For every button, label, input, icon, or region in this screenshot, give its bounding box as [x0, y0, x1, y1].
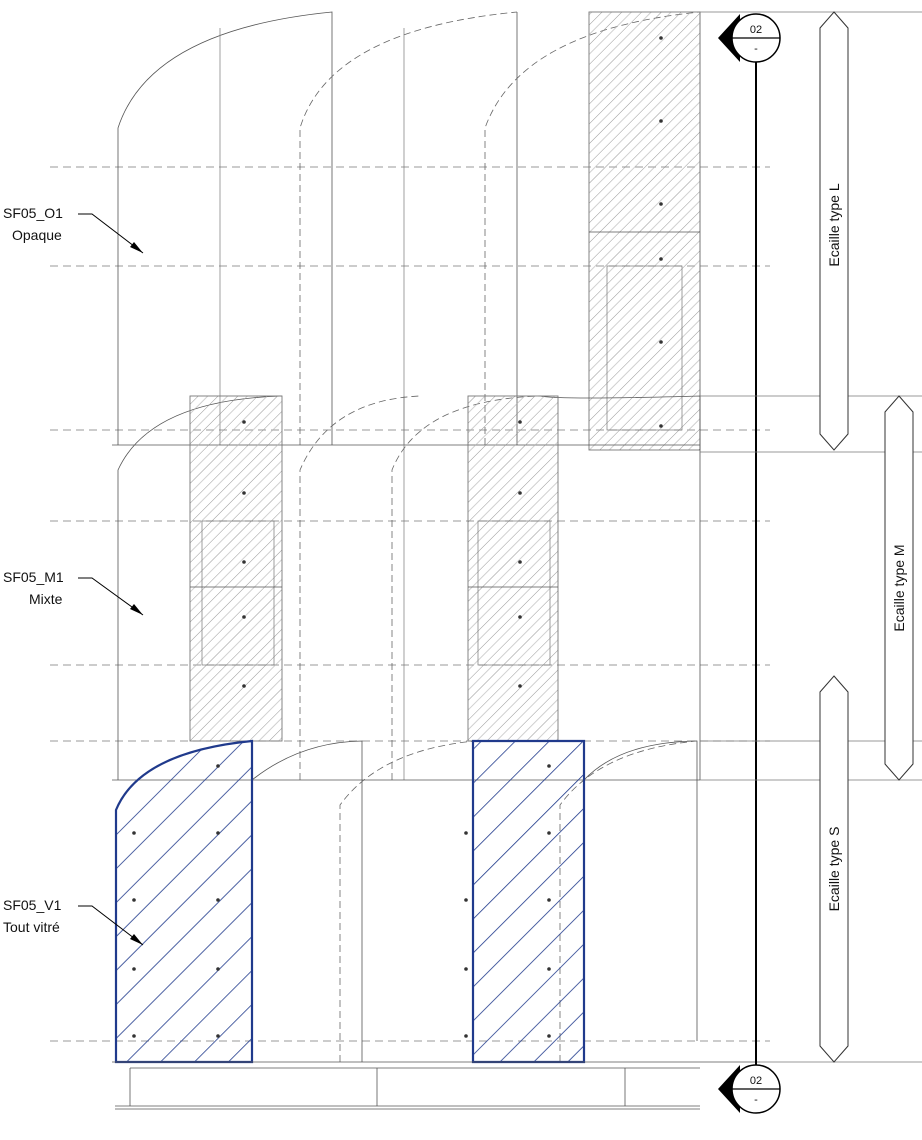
- label-mixte-code: SF05_M1: [3, 569, 64, 585]
- section-axis: [700, 11, 922, 1065]
- fixing-points: [132, 36, 663, 1038]
- label-tout-vitre: SF05_V1 Tout vitré: [3, 897, 144, 946]
- band-small-label: Ecaille type S: [826, 827, 842, 912]
- label-opaque: SF05_O1 Opaque: [3, 205, 144, 254]
- band-medium: Ecaille type M: [884, 395, 914, 781]
- section-marker-top-number: 02: [750, 24, 762, 36]
- base-slab: [115, 1067, 700, 1110]
- section-marker-bottom-number: 02: [750, 1075, 762, 1087]
- label-opaque-code: SF05_O1: [3, 205, 63, 221]
- section-marker-top: 02 -: [718, 13, 781, 63]
- scales-row-small: [112, 739, 760, 1064]
- label-mixte-desc: Mixte: [29, 591, 63, 607]
- band-large-label: Ecaille type L: [826, 183, 842, 266]
- label-tout-vitre-desc: Tout vitré: [3, 919, 60, 935]
- scales-row-large: [112, 11, 701, 451]
- band-large: Ecaille type L: [819, 11, 849, 451]
- band-medium-label: Ecaille type M: [891, 544, 907, 631]
- section-marker-bottom-sheet: -: [754, 1094, 758, 1106]
- label-tout-vitre-code: SF05_V1: [3, 897, 62, 913]
- section-marker-bottom: 02 -: [718, 1064, 781, 1114]
- label-opaque-desc: Opaque: [12, 227, 62, 243]
- band-small: Ecaille type S: [819, 675, 849, 1063]
- section-marker-top-sheet: -: [754, 43, 758, 55]
- label-mixte: SF05_M1 Mixte: [3, 569, 144, 616]
- scales-row-medium: [112, 395, 701, 781]
